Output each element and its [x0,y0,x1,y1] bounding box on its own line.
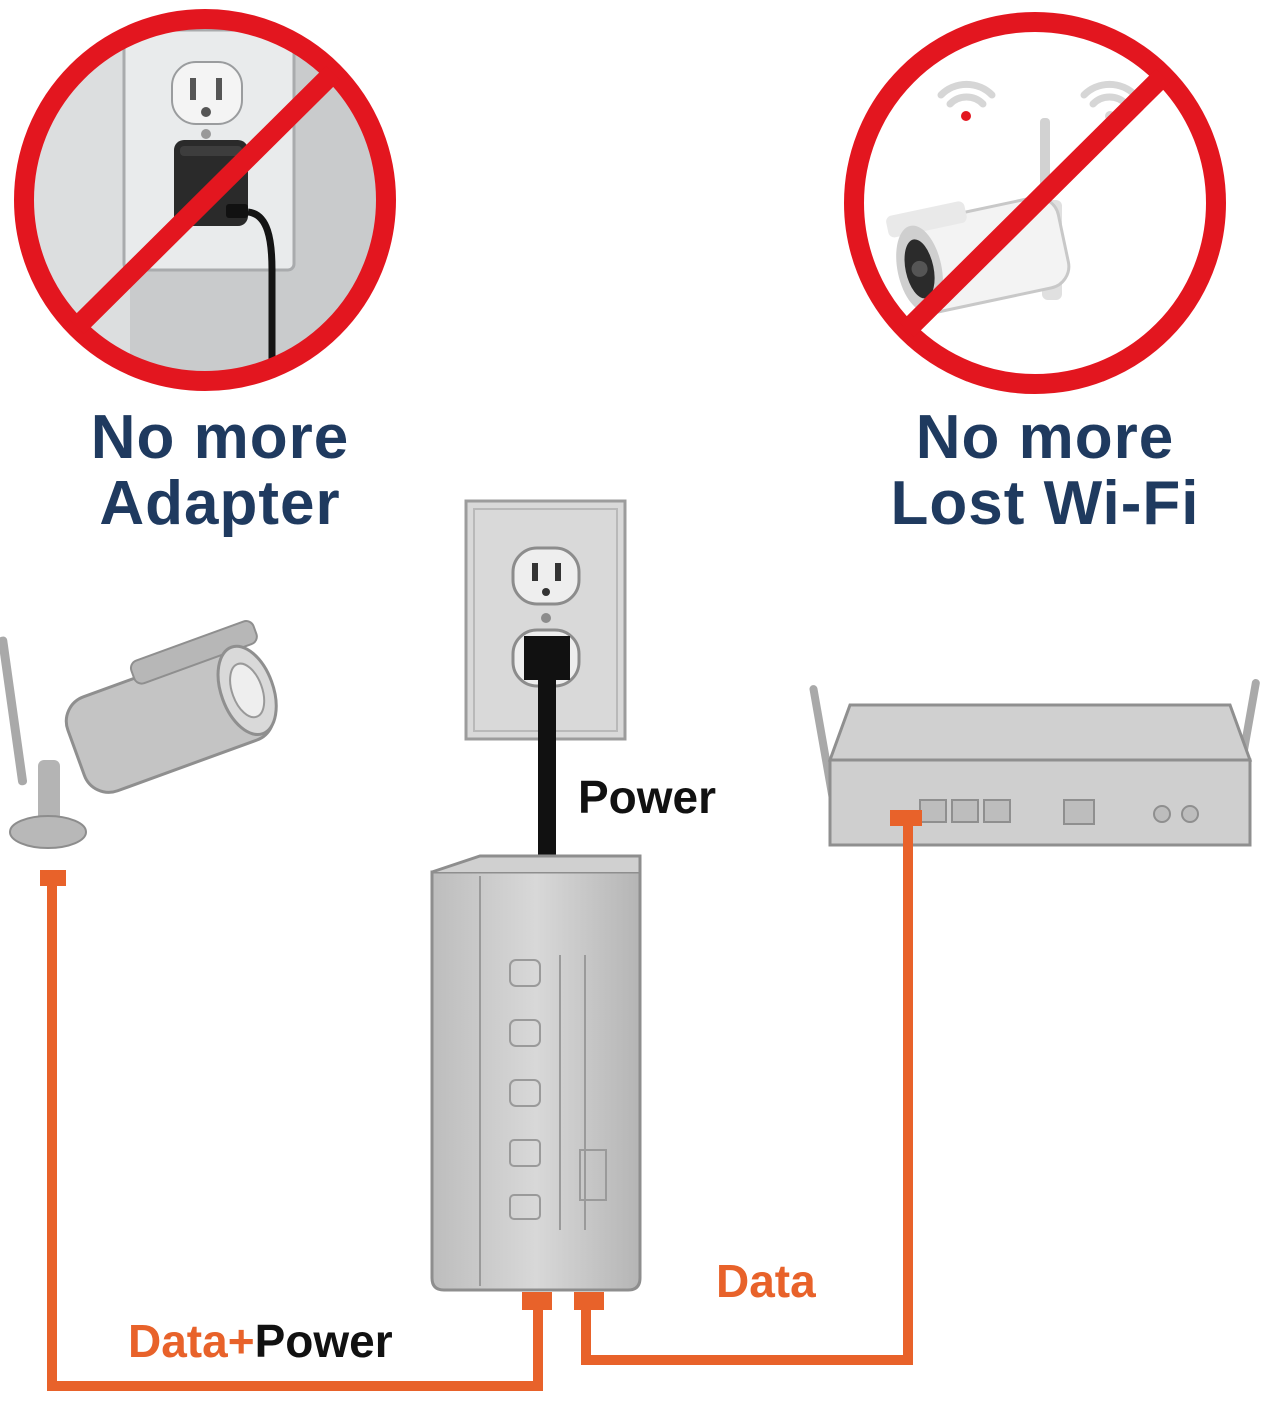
security-camera-icon [0,620,278,849]
headline-no-adapter: No more Adapter [40,405,400,537]
data-power-label-power: Power [254,1315,393,1367]
prohibited-wall-adapter-icon [14,9,396,391]
headline-no-lost-wifi: No more Lost Wi-Fi [855,405,1235,537]
power-label: Power [578,771,717,823]
headline-line: Adapter [99,469,341,538]
headline-line: Lost Wi-Fi [890,469,1200,538]
data-power-label: Data+Power [128,1316,393,1366]
headline-line: No more [90,403,350,472]
prohibited-wifi-camera-icon [844,12,1226,394]
wifi-weak-icon [937,80,996,121]
data-cable [581,818,913,1365]
headline-line: No more [915,403,1175,472]
poe-injector-icon [430,854,642,1292]
data-power-cable [47,878,543,1391]
data-power-label-data: Data [128,1315,228,1367]
data-power-label-plus: + [227,1315,255,1367]
router-icon [809,679,1260,847]
data-label: Data [716,1255,816,1307]
